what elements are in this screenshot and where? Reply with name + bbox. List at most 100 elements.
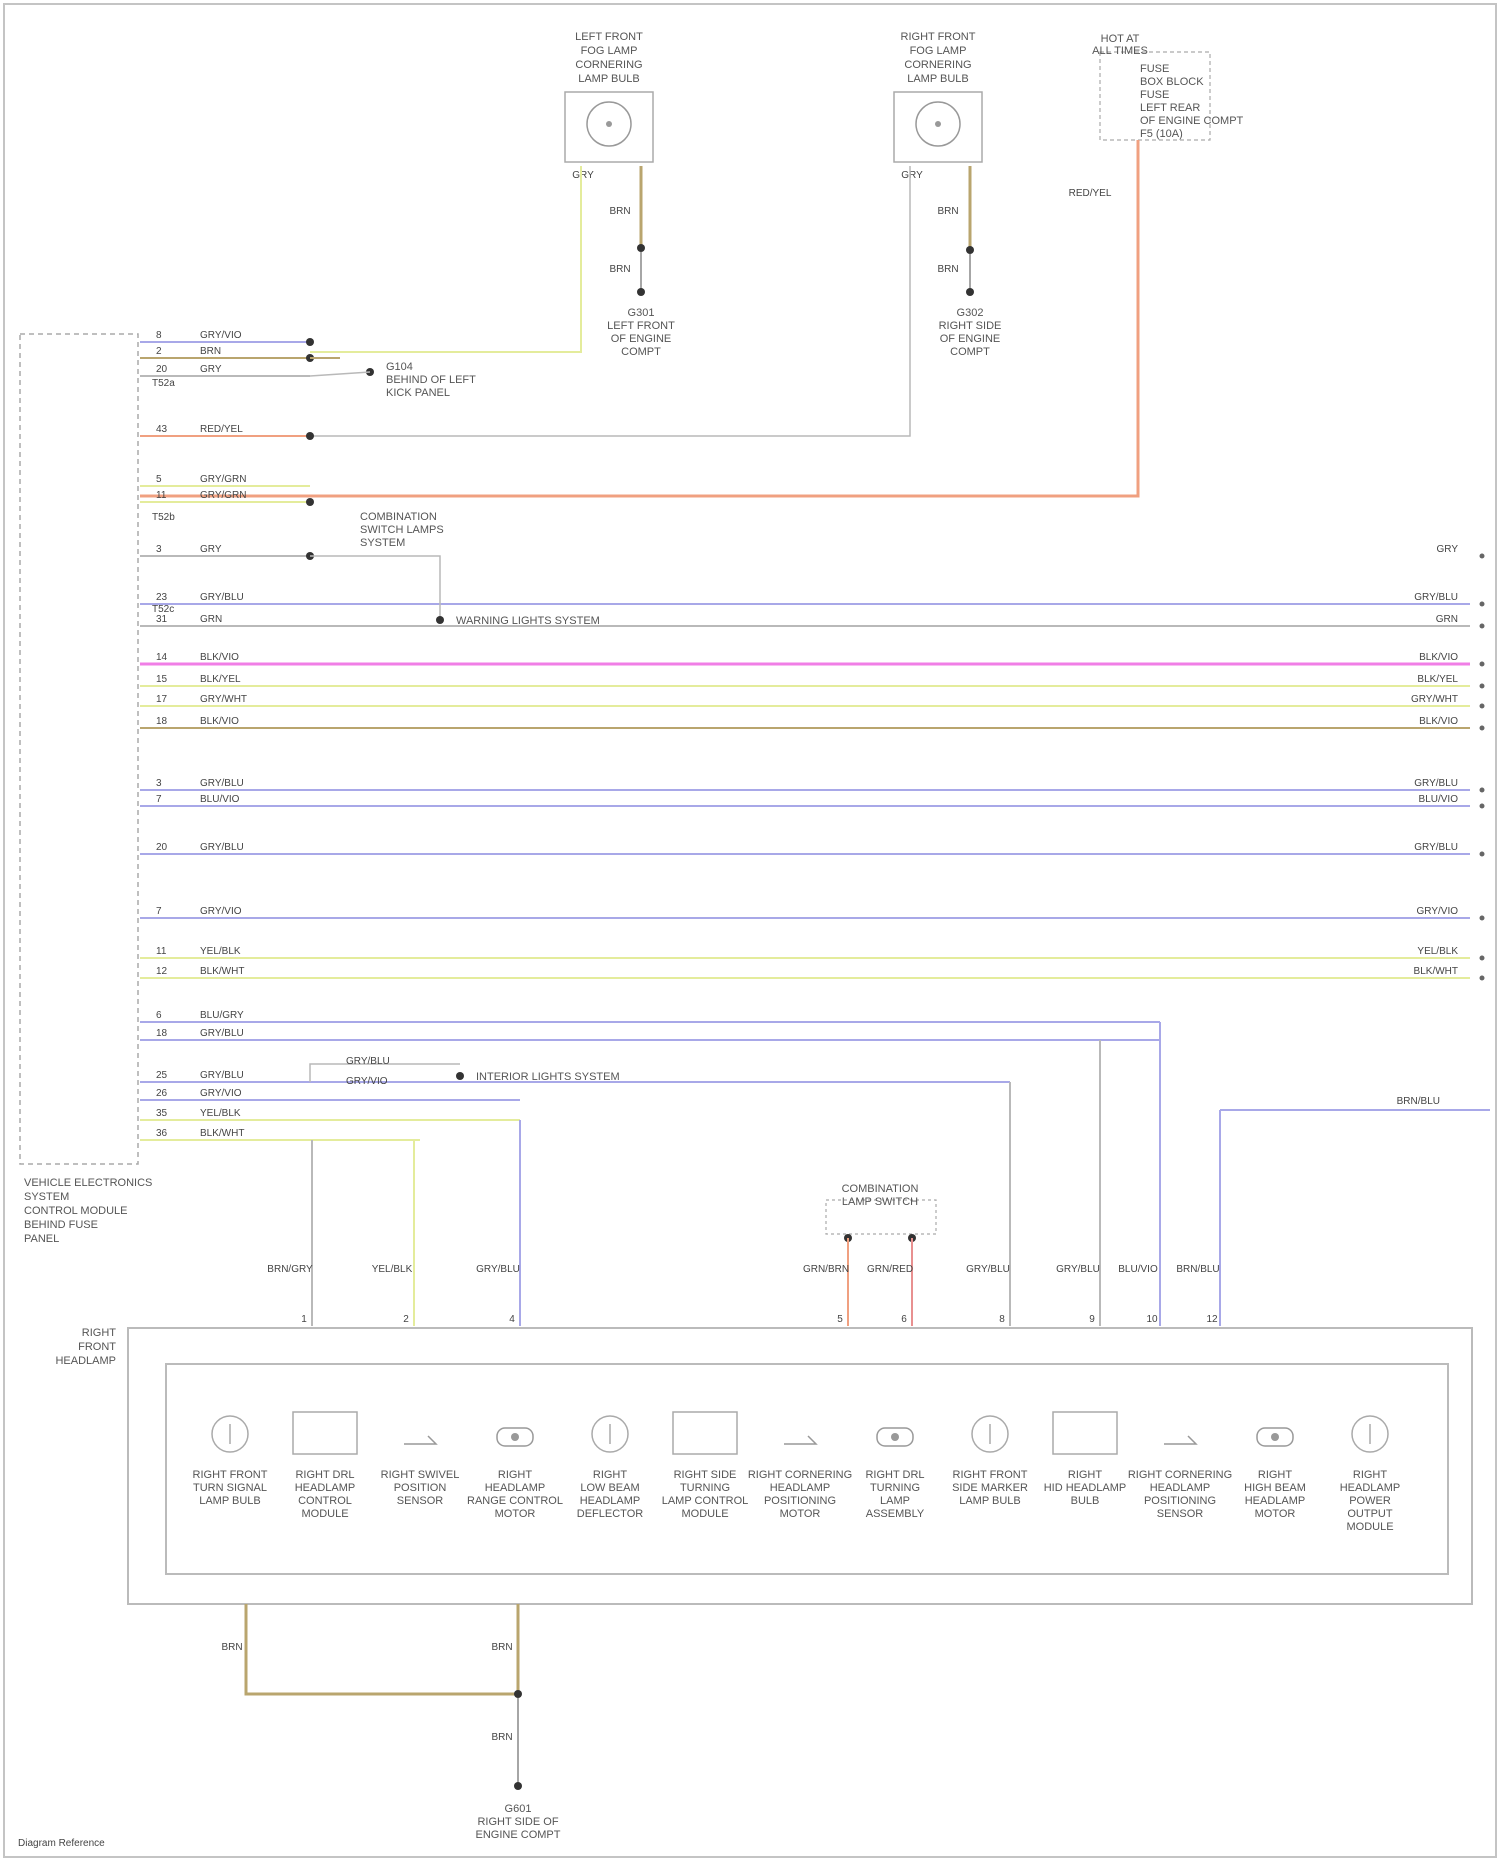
lamp-label: CORNERING [575, 59, 642, 71]
control-module-label: VEHICLE ELECTRONICS [24, 1177, 152, 1189]
wire-label: BRN [609, 206, 630, 217]
wire-color-label: GRY/BLU [200, 1028, 244, 1039]
component-label: RIGHT FRONT [953, 1469, 1028, 1481]
component-label: POSITION [394, 1482, 447, 1494]
pin-number: 25 [156, 1070, 168, 1081]
wire-color-label: GRN/BRN [803, 1264, 849, 1275]
headlamp-module-label: FRONT [78, 1341, 116, 1353]
pin-number: 6 [156, 1010, 162, 1021]
wire-color-label: GRY/VIO [200, 906, 242, 917]
side-note: COMBINATION [360, 511, 437, 523]
module-icon [1053, 1412, 1117, 1454]
wire-color-label: GRN [1436, 614, 1458, 625]
pin-number: 5 [837, 1314, 843, 1325]
side-note: SYSTEM [360, 537, 405, 549]
wire-label: BRN [937, 206, 958, 217]
motor-icon [1271, 1433, 1279, 1441]
component-label: RIGHT [1068, 1469, 1103, 1481]
wire-color-label: GRY/VIO [200, 1088, 242, 1099]
ground-label: LEFT FRONT [607, 320, 675, 332]
lamp-switch-label: LAMP SWITCH [842, 1196, 918, 1208]
control-module-label: BEHIND FUSE [24, 1219, 98, 1231]
component-label: RIGHT CORNERING [748, 1469, 852, 1481]
component-label: MOTOR [780, 1508, 821, 1520]
component-label: TURNING [680, 1482, 730, 1494]
wire-color-label: GRY/VIO [200, 330, 242, 341]
component-label: HIGH BEAM [1244, 1482, 1306, 1494]
component-label: HEADLAMP [1340, 1482, 1401, 1494]
pin-number: 8 [156, 330, 162, 341]
wire-color-label: GRY/BLU [1056, 1264, 1100, 1275]
wire-label: GRY [901, 170, 923, 181]
side-note: KICK PANEL [386, 387, 450, 399]
headlamp-module-label: RIGHT [82, 1327, 117, 1339]
splice-dot [436, 616, 444, 624]
motor-icon [511, 1433, 519, 1441]
pin-number: 23 [156, 592, 168, 603]
component-label: LAMP CONTROL [662, 1495, 749, 1507]
wire-color-label: GRY/BLU [1414, 778, 1458, 789]
continuation-marker [1480, 804, 1485, 809]
wire-color-label: BLU/VIO [1419, 794, 1459, 805]
ground-label: G302 [957, 307, 984, 319]
wire-branch [310, 556, 440, 620]
wire-module-ground [246, 1604, 518, 1694]
wire-color-label: GRN/RED [867, 1264, 913, 1275]
headlamp-module-outer [128, 1328, 1472, 1604]
continuation-marker [1480, 916, 1485, 921]
continuation-marker [1480, 788, 1485, 793]
pin-number: 10 [1146, 1314, 1158, 1325]
splice-dot [306, 498, 314, 506]
component-label: HEADLAMP [485, 1482, 546, 1494]
component-label: LOW BEAM [580, 1482, 639, 1494]
component-label: TURN SIGNAL [193, 1482, 267, 1494]
pin-number: 43 [156, 424, 168, 435]
splice-dot [456, 1072, 464, 1080]
fuse-box-text: F5 (10A) [1140, 128, 1183, 140]
lamp-label: FOG LAMP [581, 45, 638, 57]
pin-number: 26 [156, 1088, 168, 1099]
lamp-switch-label: COMBINATION [842, 1183, 919, 1195]
pin-number: 11 [156, 490, 167, 501]
wire-color-label: GRY/BLU [966, 1264, 1010, 1275]
wire-color-label: BRN [200, 346, 221, 357]
wire-color-label: GRY/BLU [346, 1056, 390, 1067]
splice-dot [306, 432, 314, 440]
component-label: MODULE [681, 1508, 728, 1520]
ground-label: OF ENGINE [940, 333, 1001, 345]
fuse-box-text: OF ENGINE COMPT [1140, 115, 1244, 127]
ground-label: COMPT [621, 346, 661, 358]
component-label: MODULE [301, 1508, 348, 1520]
fuse-box-title: HOT AT [1101, 33, 1140, 45]
control-module-label: CONTROL MODULE [24, 1205, 128, 1217]
wire-label: RED/YEL [1069, 188, 1112, 199]
wire-label: BRN [609, 264, 630, 275]
splice-dot [966, 246, 974, 254]
continuation-marker [1480, 976, 1485, 981]
component-label: RIGHT [1258, 1469, 1293, 1481]
wire-label: GRY [572, 170, 594, 181]
control-module-label: PANEL [24, 1233, 59, 1245]
wire-color-label: GRY/VIO [346, 1076, 388, 1087]
pin-number: 3 [156, 778, 162, 789]
wire-color-label: YEL/BLK [1417, 946, 1458, 957]
wire-color-label: GRY/BLU [200, 1070, 244, 1081]
fuse-box-text: LEFT REAR [1140, 102, 1200, 114]
ground-label: OF ENGINE [611, 333, 672, 345]
component-label: OUTPUT [1347, 1508, 1393, 1520]
diagram-footer: Diagram Reference [18, 1838, 105, 1849]
wire-color-label: BLK/VIO [1419, 652, 1458, 663]
wire-color-label: GRY/BLU [1414, 842, 1458, 853]
wire-color-label: BLU/VIO [1118, 1264, 1158, 1275]
component-label: RIGHT [593, 1469, 628, 1481]
component-label: POWER [1349, 1495, 1391, 1507]
component-label: ASSEMBLY [866, 1508, 925, 1520]
component-label: RIGHT FRONT [193, 1469, 268, 1481]
component-label: RIGHT [498, 1469, 533, 1481]
wire-color-label: GRY/BLU [476, 1264, 520, 1275]
side-note: WARNING LIGHTS SYSTEM [456, 615, 600, 627]
side-note: INTERIOR LIGHTS SYSTEM [476, 1071, 620, 1083]
component-label: RIGHT SIDE [674, 1469, 737, 1481]
ground-label: RIGHT SIDE [939, 320, 1002, 332]
component-label: MOTOR [495, 1508, 536, 1520]
